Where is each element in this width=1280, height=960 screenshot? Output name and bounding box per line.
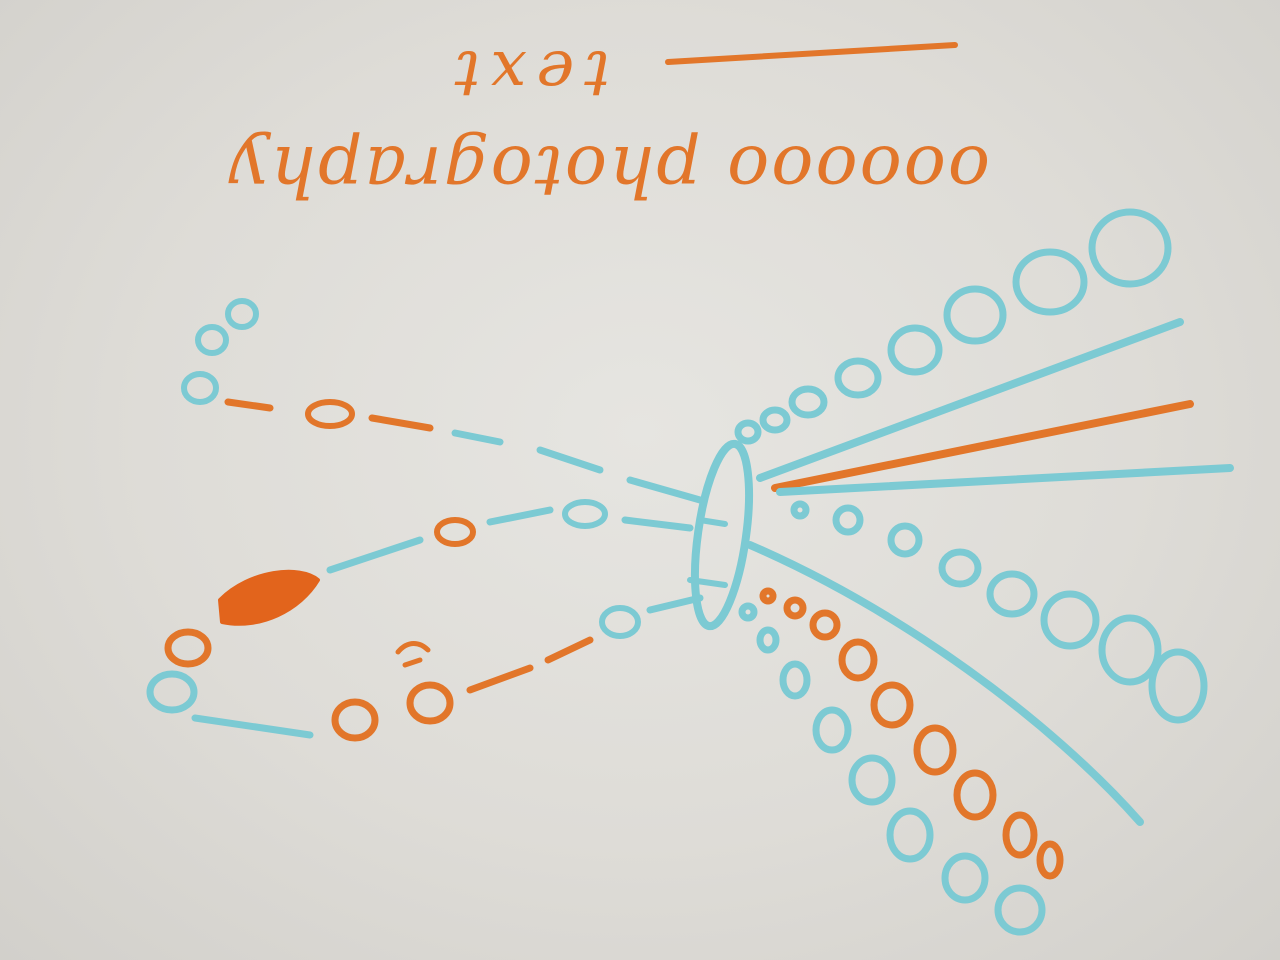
- outgoing-orange-line: [771, 400, 1194, 492]
- outgoing-cyan-line-2: [776, 464, 1234, 496]
- left-loop-circles: [146, 298, 259, 714]
- cyan-lower-outgoing-circles: [738, 602, 1046, 936]
- orange-ink-splatter: [395, 641, 431, 668]
- outgoing-cyan-line-1: [756, 318, 1184, 482]
- lower-incoming-beam: [191, 594, 704, 742]
- lens-tick-1: [697, 517, 728, 527]
- lens-tick-2: [687, 577, 728, 588]
- upper-incoming-beam: [224, 398, 704, 504]
- orange-underline: [665, 42, 958, 65]
- middle-outgoing-circles: [790, 500, 1208, 724]
- upper-outgoing-circles: [734, 208, 1172, 445]
- middle-incoming-beam: [326, 499, 694, 574]
- outgoing-cyan-line-3: [746, 541, 1144, 826]
- orange-ink-blob: [218, 569, 320, 626]
- cyan-lens-ring: [691, 439, 753, 631]
- orange-outgoing-circles: [759, 587, 1064, 880]
